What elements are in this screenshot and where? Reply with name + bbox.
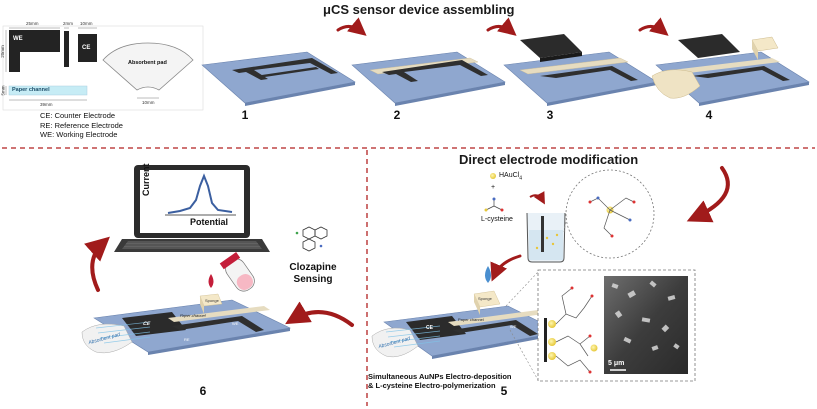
clozapine-molecule-icon xyxy=(295,226,328,252)
re-electrode-shape xyxy=(64,31,69,67)
clozapine-label: Clozapine xyxy=(289,262,337,273)
dim-39mm: 39mm xyxy=(40,102,53,107)
template-ce-label: CE xyxy=(82,45,91,51)
device5-we-label: WE xyxy=(510,324,517,329)
caption-line-1: Simultaneous AuNPs Electro-deposition xyxy=(368,372,512,381)
device6-we-label: WE xyxy=(232,321,239,326)
gold-precursor-dot xyxy=(490,173,496,179)
template-frame xyxy=(2,25,204,111)
template-absorbent-label: Absorbent pad xyxy=(128,60,167,66)
modified-surface-inset xyxy=(505,269,696,382)
we-electrode-shape xyxy=(9,30,60,72)
sem-scale-label: 5 μm xyxy=(608,360,625,367)
step-number-3: 3 xyxy=(546,108,554,122)
device6-paper-label: Paper channel xyxy=(179,313,207,318)
sensing-label: Sensing xyxy=(293,274,333,285)
laptop-graphic xyxy=(114,165,270,252)
dim-10mm: 10mm xyxy=(80,21,93,26)
assembly-step-3-device xyxy=(503,34,658,106)
clozapine-sensing-label: Clozapine Sensing xyxy=(276,262,350,286)
device5-ce-label: CE xyxy=(426,325,433,331)
device5-paper-label: Paper channel xyxy=(458,317,484,322)
paper-channel-shape xyxy=(8,85,88,96)
device5-sponge-label: Sponge xyxy=(478,296,492,301)
modification-title: Direct electrode modification xyxy=(459,152,639,167)
plus-sign: + xyxy=(491,184,496,191)
template-we-label: WE xyxy=(13,36,23,42)
reagent-icons xyxy=(484,173,504,212)
step-number-5: 5 xyxy=(500,384,508,398)
assembly-step-2-device xyxy=(351,51,506,106)
device6-sponge-label: Sponge xyxy=(205,298,219,303)
legend-re: RE: Reference Electrode xyxy=(40,120,123,130)
cysteine-label: L-cysteine xyxy=(481,216,513,223)
arrow-to-beaker xyxy=(529,191,545,205)
assembly-step-1-device xyxy=(201,51,356,106)
caption-line-2: & L-cysteine Electro-polymerization xyxy=(368,381,496,390)
assembly-title: μCS sensor device assembling xyxy=(323,2,515,17)
sensing-device-6 xyxy=(81,252,291,355)
haucl4-label: HAuCl4 xyxy=(499,172,523,182)
electrode-template-sketch xyxy=(2,25,204,111)
dim-2mm: 2mm xyxy=(63,21,73,26)
ce-electrode-shape xyxy=(78,34,97,62)
modification-device-5 xyxy=(371,266,561,359)
absorbent-pad-shape xyxy=(102,42,194,91)
arrow-to-modification xyxy=(686,166,730,223)
dim-5mm: 5mm xyxy=(0,85,6,96)
dim-10mm-pad: 10mm xyxy=(142,100,155,105)
arrow-to-sensing xyxy=(285,301,354,327)
section-dividers xyxy=(2,147,815,406)
plot-ylabel: Current xyxy=(141,163,151,196)
assembly-step-4-device xyxy=(651,34,810,106)
plot-xlabel: Potential xyxy=(190,217,229,227)
legend-we: WE: Working Electrode xyxy=(40,130,118,139)
step-number-6: 6 xyxy=(199,384,207,398)
electrode-surface-bar xyxy=(544,318,547,362)
step-number-2: 2 xyxy=(393,108,401,122)
legend-ce: CE: Counter Electrode xyxy=(40,111,116,120)
arrow-to-laptop xyxy=(84,236,110,292)
voltammetry-peak-curve xyxy=(167,173,233,214)
electrode-legend: CE: Counter Electrode RE: Reference Elec… xyxy=(40,111,123,140)
assembly-arrows xyxy=(336,17,669,36)
step-number-1: 1 xyxy=(241,108,249,122)
dim-20mm: 20mm xyxy=(0,45,5,58)
template-paper-channel-label: Paper channel xyxy=(12,87,50,93)
sem-micrograph xyxy=(604,276,688,374)
device6-re-label: RE xyxy=(184,337,190,342)
step5-caption: Simultaneous AuNPs Electro-deposition & … xyxy=(368,372,512,390)
arrow-to-dropping xyxy=(490,254,522,282)
step-number-4: 4 xyxy=(705,108,713,122)
dim-25mm: 25mm xyxy=(26,21,39,26)
beaker-graphic xyxy=(526,212,566,263)
surface-zoom-circle xyxy=(563,169,655,259)
